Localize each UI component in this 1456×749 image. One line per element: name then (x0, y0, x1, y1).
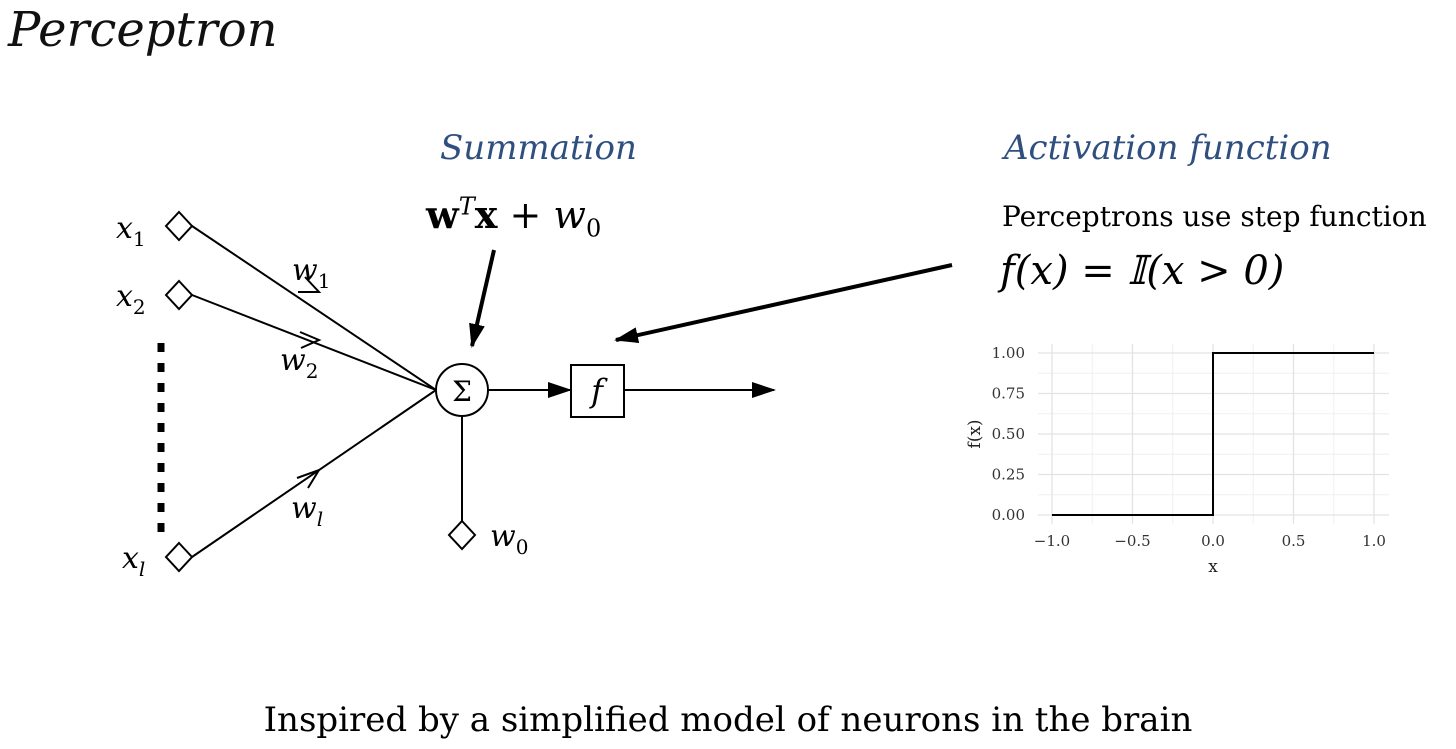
edge-x1-arrowhead (298, 276, 322, 293)
x-tick-label: −0.5 (1114, 532, 1150, 550)
input-node-x1 (164, 210, 194, 242)
activation-node (570, 364, 625, 418)
edge-x2-arrowhead (299, 331, 322, 349)
label-x2: x2 (116, 279, 146, 319)
weight-vector: w (426, 192, 459, 237)
label-xl: xl (122, 541, 145, 581)
label-w2: w2 (280, 343, 318, 383)
summation-heading: Summation (440, 128, 637, 168)
step-function-line (1052, 352, 1374, 516)
y-tick-label: 1.00 (992, 344, 1025, 362)
arrow-activation-to-f (614, 263, 953, 344)
caption: Inspired by a simplified model of neuron… (263, 700, 1193, 740)
y-tick-label: 0.75 (992, 385, 1025, 403)
bias-term: + w (509, 193, 586, 237)
activation-heading: Activation function (1004, 128, 1332, 168)
edge-xl (191, 389, 437, 558)
x-tick-label: 0.5 (1282, 532, 1306, 550)
y-axis-label: f(x) (965, 419, 985, 448)
step-function-note: Perceptrons use step function (1002, 200, 1427, 233)
sigma-symbol: Σ (452, 375, 472, 408)
bias-subscript: 0 (585, 214, 602, 243)
x-tick-label: 1.0 (1362, 532, 1386, 550)
label-x1: x1 (116, 211, 146, 251)
x-axis-label: x (1208, 557, 1218, 577)
x-tick-label: 0.0 (1201, 532, 1225, 550)
y-tick-label: 0.00 (992, 506, 1025, 524)
label-w0: w0 (490, 519, 528, 559)
y-tick-label: 0.25 (992, 466, 1025, 484)
x-tick-label: −1.0 (1034, 532, 1070, 550)
step-function-chart: −1.0 −0.5 0.0 0.5 1.0 0.00 0.25 0.50 0.75 1.00 x f(… (965, 344, 1389, 577)
input-vector: x (474, 192, 498, 237)
input-node-xl (164, 541, 194, 573)
y-tick-label: 0.50 (992, 425, 1025, 443)
edge-x1 (191, 225, 437, 391)
label-wl: wl (291, 491, 323, 531)
arrow-formula-to-sum (469, 249, 496, 348)
label-w1: w1 (292, 253, 330, 293)
edge-xl-arrowhead (296, 468, 322, 489)
input-node-x2 (164, 279, 194, 311)
summation-formula: wTx + w0 (426, 192, 601, 243)
page-title: Perceptron (8, 2, 278, 58)
step-function-formula: f(x) = 𝕀(x > 0) (1000, 248, 1285, 294)
bias-node-w0 (447, 519, 477, 551)
transpose-symbol: T (458, 192, 475, 221)
